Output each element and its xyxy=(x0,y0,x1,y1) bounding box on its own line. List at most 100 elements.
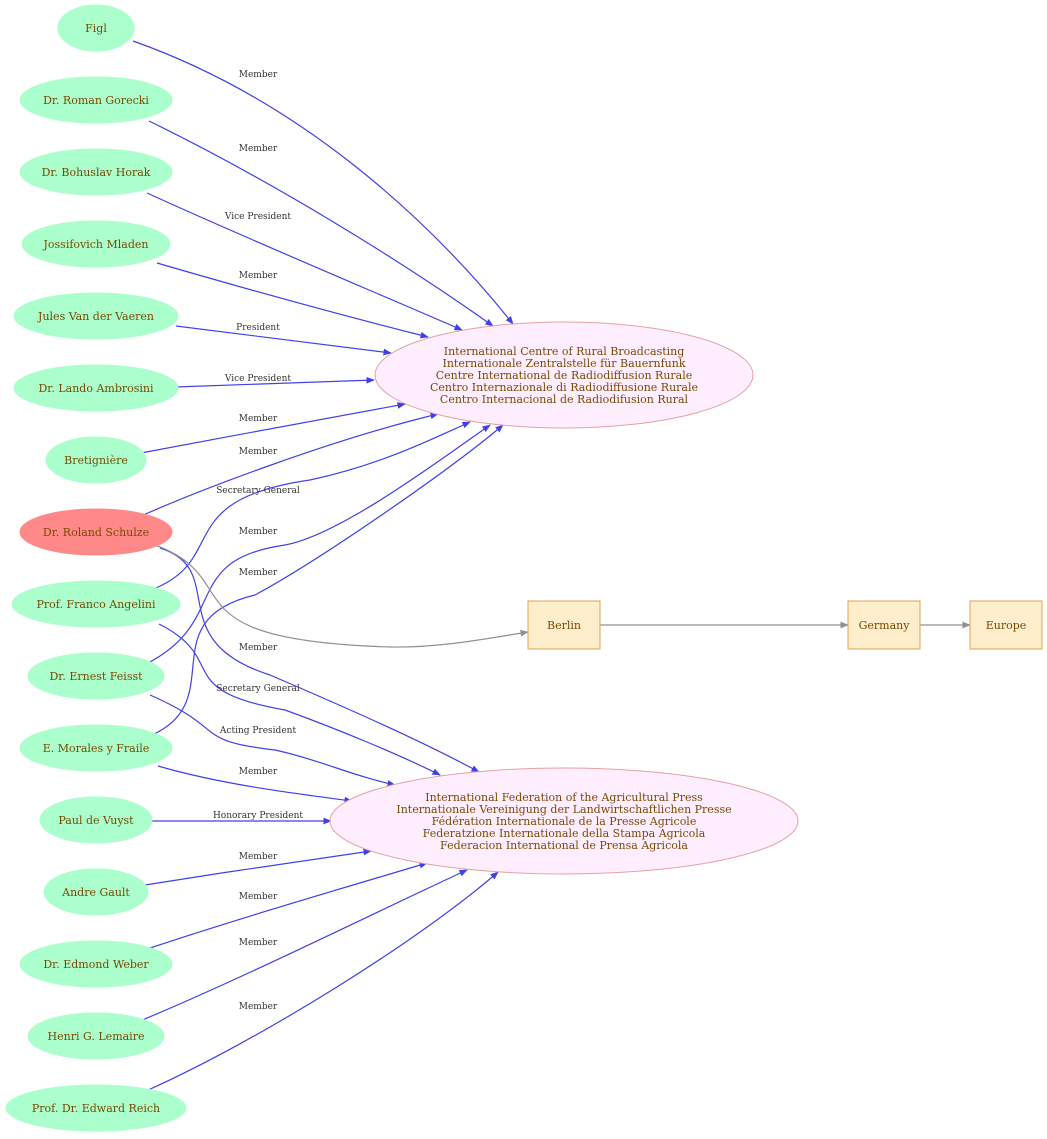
person-node-gault[interactable]: Andre Gault xyxy=(43,868,149,916)
edge-label: Member xyxy=(239,447,278,457)
person-node-angelini[interactable]: Prof. Franco Angelini xyxy=(11,580,181,628)
place-label: Germany xyxy=(859,619,911,632)
person-ellipse xyxy=(39,796,153,844)
person-node-mladen[interactable]: Jossifovich Mladen xyxy=(21,220,171,268)
person-node-figl[interactable]: Figl xyxy=(57,4,135,52)
edge-label: Member xyxy=(239,414,278,424)
organization-name-line: Internationale Zentralstelle für Bauernf… xyxy=(443,357,686,370)
place-box xyxy=(847,600,921,650)
person-ellipse xyxy=(19,76,173,124)
edge-ambrosini-to-icrb xyxy=(174,376,375,388)
place-box xyxy=(969,600,1043,650)
person-label: Dr. Roman Gorecki xyxy=(43,94,149,107)
person-node-ambrosini[interactable]: Dr. Lando Ambrosini xyxy=(13,364,179,412)
person-ellipse xyxy=(19,724,173,772)
person-node-horak[interactable]: Dr. Bohuslav Horak xyxy=(19,148,173,196)
edge-reich-to-ifap xyxy=(145,871,499,1092)
person-ellipse xyxy=(5,1084,187,1132)
person-label: Paul de Vuyst xyxy=(58,814,134,827)
person-node-vuyst[interactable]: Paul de Vuyst xyxy=(39,796,153,844)
edge-label: Member xyxy=(239,568,278,578)
person-node-bretigniere[interactable]: Bretignière xyxy=(45,436,147,484)
edge-label: Member xyxy=(239,892,278,902)
person-ellipse xyxy=(11,580,181,628)
edge-label: Honorary President xyxy=(213,811,303,821)
edge-label: Vice President xyxy=(224,212,292,222)
edge-label: Vice President xyxy=(224,374,292,384)
person-node-weber[interactable]: Dr. Edmond Weber xyxy=(19,940,173,988)
edge-label: Member xyxy=(239,1002,278,1012)
edge-lemaire-to-ifap xyxy=(139,869,468,1022)
edge-morales-to-icrb xyxy=(151,424,504,736)
organization-ellipse xyxy=(329,767,799,875)
person-node-feisst[interactable]: Dr. Ernest Feisst xyxy=(27,652,165,700)
person-ellipse xyxy=(13,292,179,340)
person-node-morales[interactable]: E. Morales y Fraile xyxy=(19,724,173,772)
person-ellipse xyxy=(27,652,165,700)
edge-figl-to-icrb xyxy=(132,40,514,325)
person-ellipse xyxy=(45,436,147,484)
edge-feisst-to-ifap xyxy=(149,694,396,787)
place-label: Europe xyxy=(986,619,1027,632)
person-label: E. Morales y Fraile xyxy=(43,742,150,755)
edge-mladen-to-icrb xyxy=(156,262,429,339)
organization-name-line: Federacion International de Prensa Agric… xyxy=(440,839,688,852)
person-node-reich[interactable]: Prof. Dr. Edward Reich xyxy=(5,1084,187,1132)
edge-weber-to-ifap xyxy=(146,861,428,950)
edge-vaeren-to-icrb xyxy=(175,325,392,356)
person-node-vaeren[interactable]: Jules Van der Vaeren xyxy=(13,292,179,340)
edge-label: Member xyxy=(239,767,278,777)
place-node-germany[interactable]: Germany xyxy=(847,600,921,650)
person-label: Prof. Franco Angelini xyxy=(37,598,156,611)
person-label: Dr. Ernest Feisst xyxy=(49,670,143,683)
person-label: Henri G. Lemaire xyxy=(48,1030,145,1043)
edge-label: Member xyxy=(239,527,278,537)
place-box xyxy=(527,600,601,650)
person-node-schulze[interactable]: Dr. Roland Schulze xyxy=(19,508,173,556)
place-node-europe[interactable]: Europe xyxy=(969,600,1043,650)
person-label: Andre Gault xyxy=(61,886,130,899)
person-label: Jules Van der Vaeren xyxy=(37,310,154,323)
edge-angelini-to-icrb xyxy=(150,421,471,591)
edge-schulze-to-ifap xyxy=(159,547,480,773)
person-ellipse xyxy=(57,4,135,52)
edge-bretigniere-to-icrb xyxy=(140,402,406,454)
organization-node-ifap[interactable]: International Federation of the Agricult… xyxy=(329,767,799,875)
organization-name-line: International Centre of Rural Broadcasti… xyxy=(444,345,685,358)
edges-layer xyxy=(132,40,971,1092)
person-ellipse xyxy=(43,868,149,916)
edge-label: President xyxy=(236,323,280,333)
edge-label: Member xyxy=(239,70,278,80)
organization-node-icrb[interactable]: International Centre of Rural Broadcasti… xyxy=(374,321,754,429)
organization-ellipse xyxy=(374,321,754,429)
organization-name-line: Federatzione Internationale della Stampa… xyxy=(423,827,706,840)
person-ellipse xyxy=(27,1012,165,1060)
organization-name-line: Internationale Vereinigung der Landwirts… xyxy=(396,803,731,816)
person-label: Dr. Edmond Weber xyxy=(43,958,149,971)
person-ellipse xyxy=(21,220,171,268)
person-ellipse xyxy=(19,508,173,556)
edge-gorecki-to-icrb xyxy=(148,120,494,327)
place-node-berlin[interactable]: Berlin xyxy=(527,600,601,650)
place-label: Berlin xyxy=(547,619,581,632)
person-node-gorecki[interactable]: Dr. Roman Gorecki xyxy=(19,76,173,124)
organization-name-line: Centre International de Radiodiffusion R… xyxy=(436,369,693,382)
edge-gault-to-ifap xyxy=(144,848,372,886)
edge-label: Member xyxy=(239,643,278,653)
edge-schulze-to-berlin xyxy=(154,544,529,648)
edge-label: Member xyxy=(239,938,278,948)
organization-name-line: Centro Internazionale di Radiodiffusione… xyxy=(430,381,698,394)
edge-morales-to-ifap xyxy=(157,765,353,804)
edge-label: Member xyxy=(239,144,278,154)
edge-schulze-to-icrb xyxy=(140,412,439,517)
edge-label: Acting President xyxy=(219,726,297,736)
edge-label: Member xyxy=(239,271,278,281)
edge-feisst-to-icrb xyxy=(147,424,491,664)
person-label: Jossifovich Mladen xyxy=(43,238,149,251)
person-ellipse xyxy=(13,364,179,412)
edge-angelini-to-ifap xyxy=(158,623,441,776)
person-node-lemaire[interactable]: Henri G. Lemaire xyxy=(27,1012,165,1060)
